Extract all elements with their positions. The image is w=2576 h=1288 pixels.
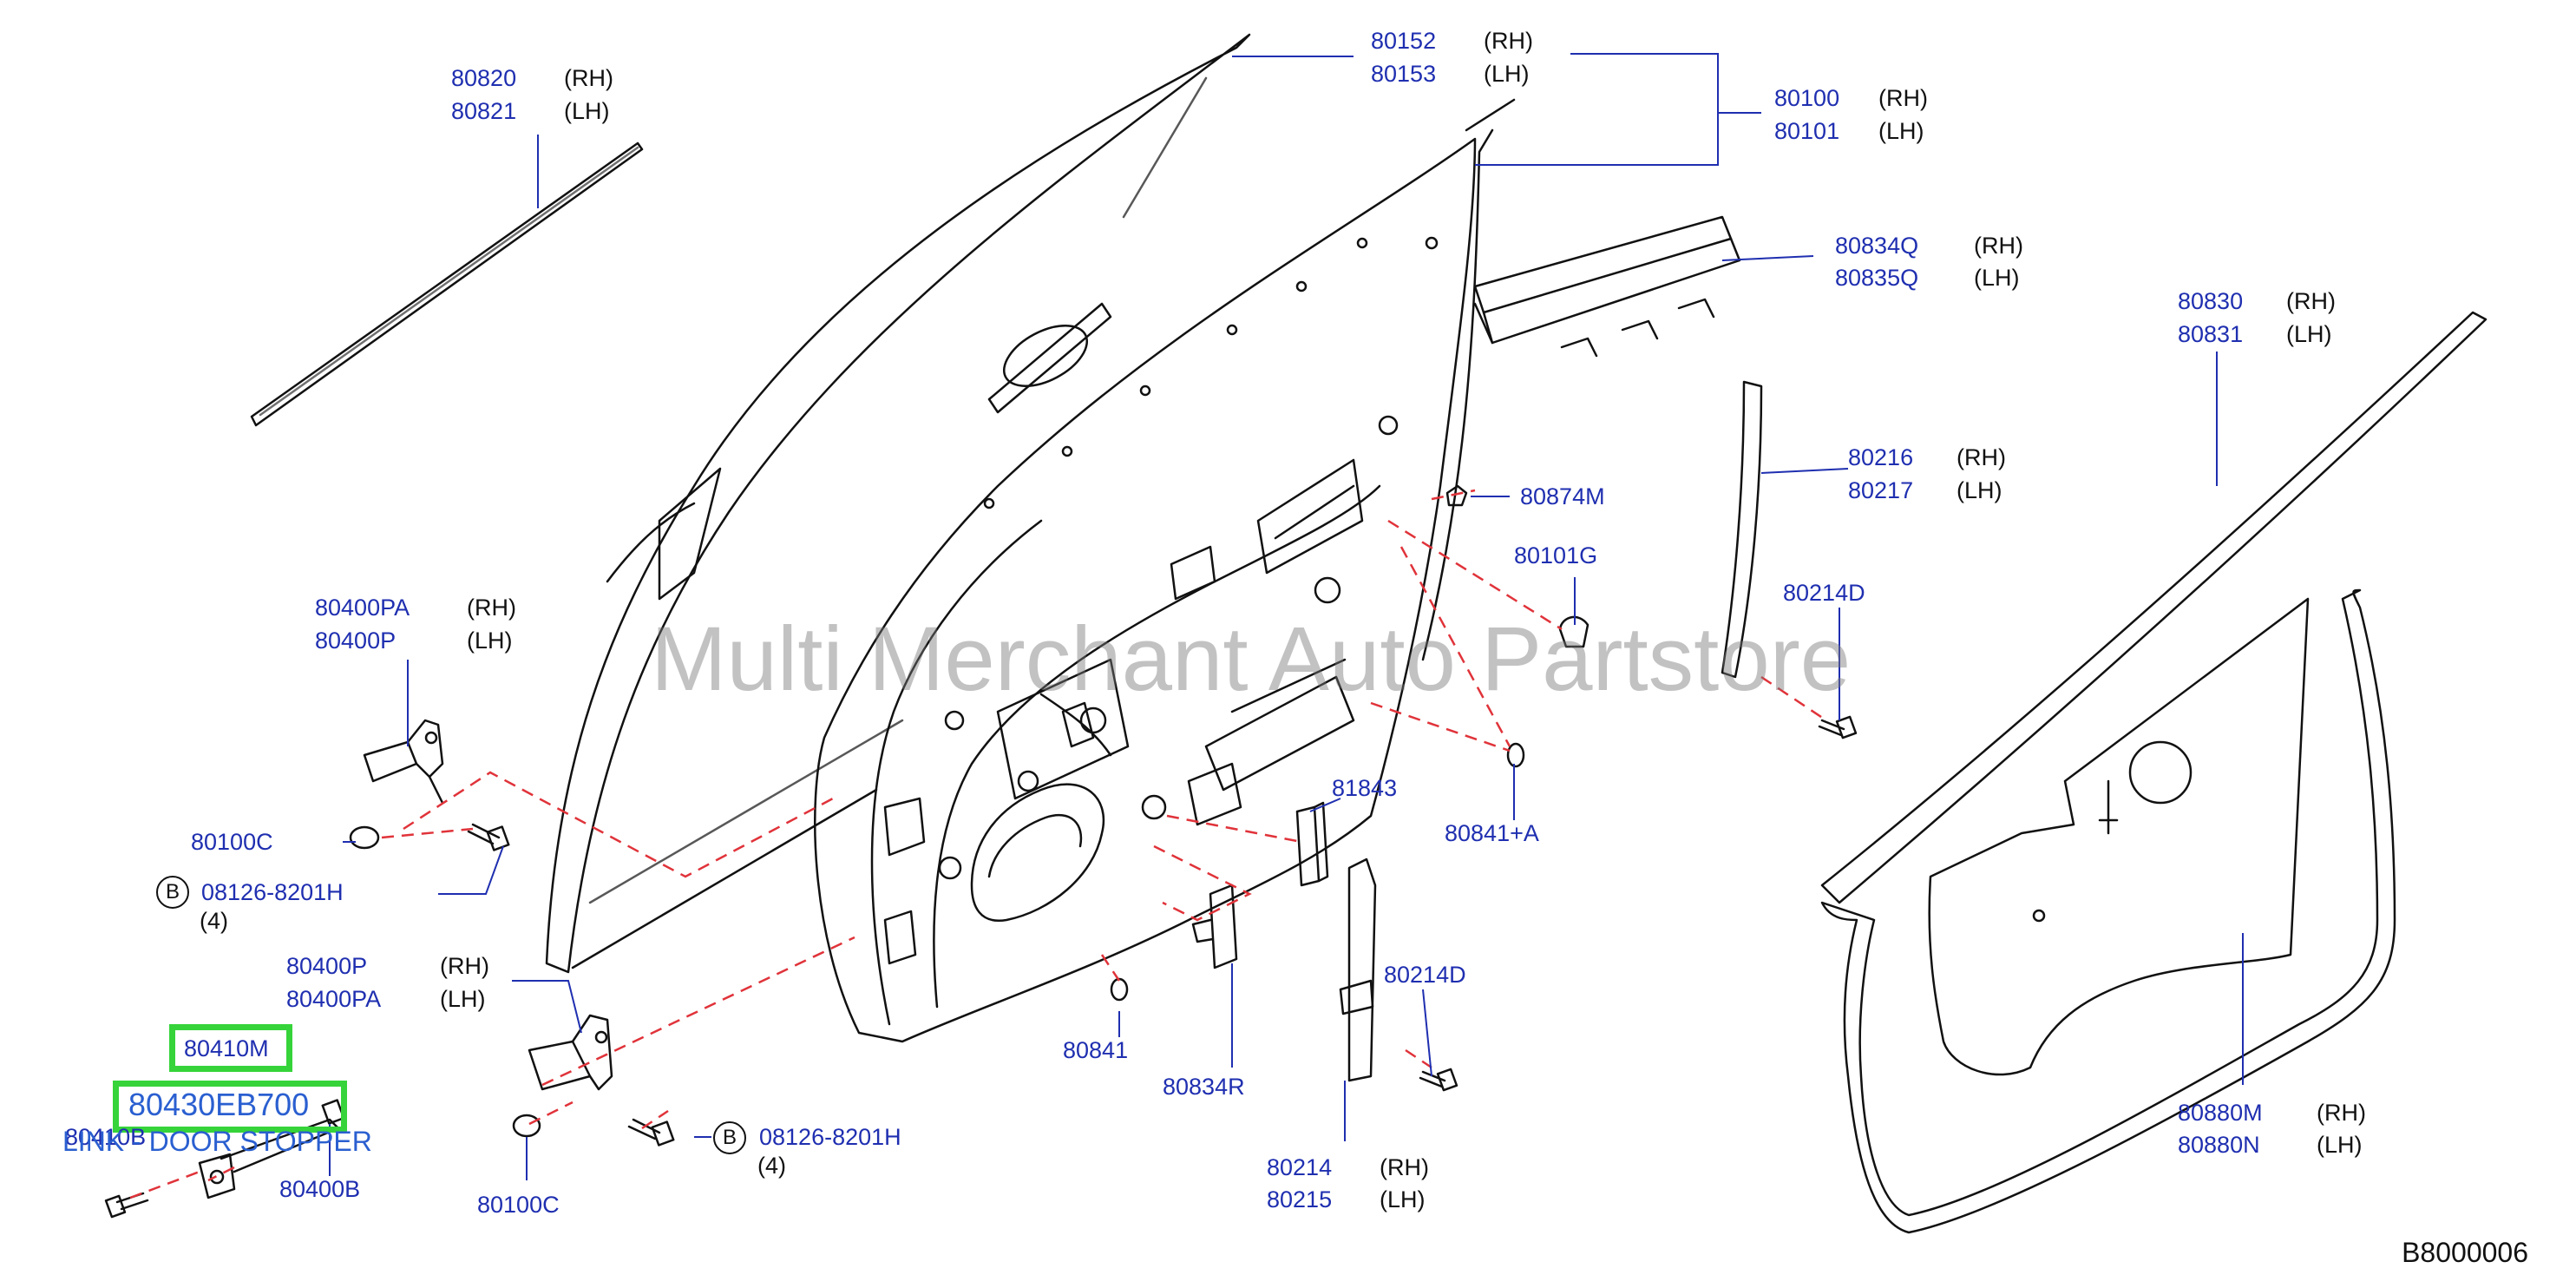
part-80400PA-bot-side: (LH) xyxy=(440,986,486,1012)
part-80820[interactable]: 80820 xyxy=(451,65,517,91)
plug-80841A xyxy=(1506,742,1525,768)
clip-80874M xyxy=(1445,484,1468,507)
part-80834Q-side: (RH) xyxy=(1974,233,2023,259)
door-inner-panel xyxy=(814,98,1516,1043)
part-80215[interactable]: 80215 xyxy=(1267,1186,1333,1212)
part-80400PA-top[interactable]: 80400PA xyxy=(315,595,410,621)
door-weatherstrip xyxy=(1820,588,2396,1234)
part-80430EB700[interactable]: 80430EB700 xyxy=(128,1087,310,1122)
part-80835Q-side: (LH) xyxy=(1974,265,2020,291)
part-80152[interactable]: 80152 xyxy=(1371,28,1437,54)
part-80100-side: (RH) xyxy=(1878,85,1928,111)
grommet-80101G xyxy=(1558,615,1590,648)
part-80834R[interactable]: 80834R xyxy=(1163,1074,1245,1100)
part-80400B[interactable]: 80400B xyxy=(279,1176,361,1202)
part-80831[interactable]: 80831 xyxy=(2178,321,2244,347)
sash-channel xyxy=(1473,215,1741,358)
part-80400P-top-side: (LH) xyxy=(467,628,513,654)
part-80830[interactable]: 80830 xyxy=(2178,288,2244,314)
part-80101G[interactable]: 80101G xyxy=(1514,542,1598,568)
part-80400P-bot[interactable]: 80400P xyxy=(286,953,368,979)
part-80217[interactable]: 80217 xyxy=(1848,477,1914,503)
outer-seal-strip xyxy=(1820,311,2488,904)
part-80400PA-bot[interactable]: 80400PA xyxy=(286,986,382,1012)
door-glass xyxy=(545,33,1251,974)
inner-trim-panel xyxy=(1928,597,2310,1076)
part-80821-side: (LH) xyxy=(564,98,610,124)
part-80216[interactable]: 80216 xyxy=(1848,444,1914,470)
part-80214[interactable]: 80214 xyxy=(1267,1154,1333,1180)
part-80101[interactable]: 80101 xyxy=(1774,118,1840,144)
bolt-bot-qty: (4) xyxy=(757,1153,786,1179)
bolt-bot-ref-badge: B xyxy=(713,1121,746,1154)
part-80101-side: (LH) xyxy=(1878,118,1924,144)
part-80410B[interactable]: 80410B xyxy=(65,1124,147,1150)
part-bolt-bot[interactable]: 08126-8201H xyxy=(759,1124,901,1150)
highlight-80430EB700 xyxy=(113,1081,347,1133)
part-80152-side: (RH) xyxy=(1484,28,1533,54)
part-80880M-side: (RH) xyxy=(2317,1100,2366,1126)
bolt-top-qty: (4) xyxy=(200,908,228,934)
part-80216-side: (RH) xyxy=(1957,444,2006,470)
part-80153-side: (LH) xyxy=(1484,61,1530,87)
part-80820-side: (RH) xyxy=(564,65,613,91)
part-80841[interactable]: 80841 xyxy=(1063,1037,1129,1063)
part-80214D-bot[interactable]: 80214D xyxy=(1384,962,1466,988)
part-80214-side: (RH) xyxy=(1380,1154,1429,1180)
plug-80841 xyxy=(1110,977,1129,1002)
part-80834Q[interactable]: 80834Q xyxy=(1835,233,1919,259)
part-80400P-bot-side: (RH) xyxy=(440,953,489,979)
watermark: Multi Merchant Auto Partstore xyxy=(651,608,1852,710)
part-80153[interactable]: 80153 xyxy=(1371,61,1437,87)
part-80880M[interactable]: 80880M xyxy=(2178,1100,2263,1126)
part-80410M[interactable]: 80410M xyxy=(184,1035,269,1061)
part-bolt-top[interactable]: 08126-8201H xyxy=(201,879,344,905)
part-80400PA-top-side: (RH) xyxy=(467,595,516,621)
part-80100C-top[interactable]: 80100C xyxy=(191,829,273,855)
sash-80216 xyxy=(1721,380,1763,679)
door-stopper-link xyxy=(198,1118,340,1199)
part-80841A[interactable]: 80841+A xyxy=(1445,820,1539,846)
part-80830-side: (RH) xyxy=(2286,288,2336,314)
part-80831-side: (LH) xyxy=(2286,321,2332,347)
outer-weatherstrip xyxy=(250,141,644,427)
highlight-80410M xyxy=(169,1024,292,1072)
part-80880N-side: (LH) xyxy=(2317,1132,2363,1158)
upper-hinge xyxy=(363,719,444,805)
part-80400P-top[interactable]: 80400P xyxy=(315,628,397,654)
part-80821[interactable]: 80821 xyxy=(451,98,517,124)
glass-run-channel xyxy=(1339,858,1377,1082)
link-door-stopper-label: LINK - DOOR STOPPER xyxy=(62,1126,372,1157)
part-80214D-top[interactable]: 80214D xyxy=(1783,580,1865,606)
part-80874M[interactable]: 80874M xyxy=(1520,483,1605,509)
part-80100C-bot[interactable]: 80100C xyxy=(477,1192,560,1218)
part-80880N[interactable]: 80880N xyxy=(2178,1132,2260,1158)
lower-hinge xyxy=(528,1014,613,1091)
part-80215-side: (LH) xyxy=(1380,1186,1426,1212)
bolt-top-ref-badge: B xyxy=(156,876,189,909)
part-80835Q[interactable]: 80835Q xyxy=(1835,265,1919,291)
part-81843[interactable]: 81843 xyxy=(1332,775,1398,801)
diagram-code: B8000006 xyxy=(2402,1237,2528,1268)
part-80100[interactable]: 80100 xyxy=(1774,85,1840,111)
part-80217-side: (LH) xyxy=(1957,477,2002,503)
